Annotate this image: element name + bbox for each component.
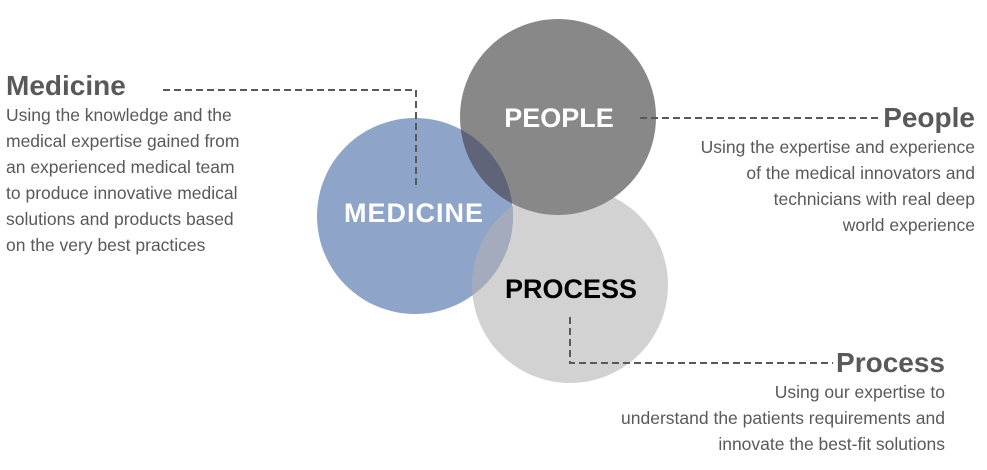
people-circle bbox=[460, 19, 656, 215]
medicine-line: an experienced medical team bbox=[6, 157, 235, 177]
medicine-heading: Medicine bbox=[6, 70, 126, 101]
medicine-description: Medicine Using the knowledge and the med… bbox=[6, 70, 239, 258]
process-line: understand the patients requirements and bbox=[621, 408, 945, 428]
process-circle bbox=[472, 187, 668, 383]
process-line: Using our expertise to bbox=[774, 382, 945, 402]
people-heading: People bbox=[883, 102, 975, 133]
process-description: Process Using our expertise to understan… bbox=[621, 347, 945, 457]
process-line: innovate the best-fit solutions bbox=[718, 434, 945, 454]
medicine-line: on the very best practices bbox=[6, 235, 206, 255]
medicine-circle-label: MEDICINE bbox=[344, 198, 484, 228]
people-body: Using the expertise and experience of th… bbox=[701, 134, 975, 238]
people-line: Using the expertise and experience bbox=[700, 137, 975, 157]
medicine-line: medical expertise gained from bbox=[6, 131, 240, 151]
medicine-line: to produce innovative medical bbox=[6, 183, 238, 203]
process-heading: Process bbox=[836, 347, 945, 378]
process-circle-label: PROCESS bbox=[505, 274, 637, 304]
process-connector bbox=[569, 317, 833, 364]
process-body: Using our expertise to understand the pa… bbox=[621, 379, 945, 457]
people-description: People Using the expertise and experienc… bbox=[701, 102, 975, 238]
people-circle-label: PEOPLE bbox=[504, 103, 614, 133]
people-line: world experience bbox=[842, 215, 975, 235]
people-line: of the medical innovators and bbox=[746, 163, 975, 183]
medicine-body: Using the knowledge and the medical expe… bbox=[6, 102, 239, 258]
medicine-line: Using the knowledge and the bbox=[6, 105, 232, 125]
people-line: technicians with real deep bbox=[773, 189, 975, 209]
medicine-line: solutions and products based bbox=[6, 209, 234, 229]
medicine-connector bbox=[163, 89, 417, 188]
medicine-circle bbox=[317, 118, 513, 314]
